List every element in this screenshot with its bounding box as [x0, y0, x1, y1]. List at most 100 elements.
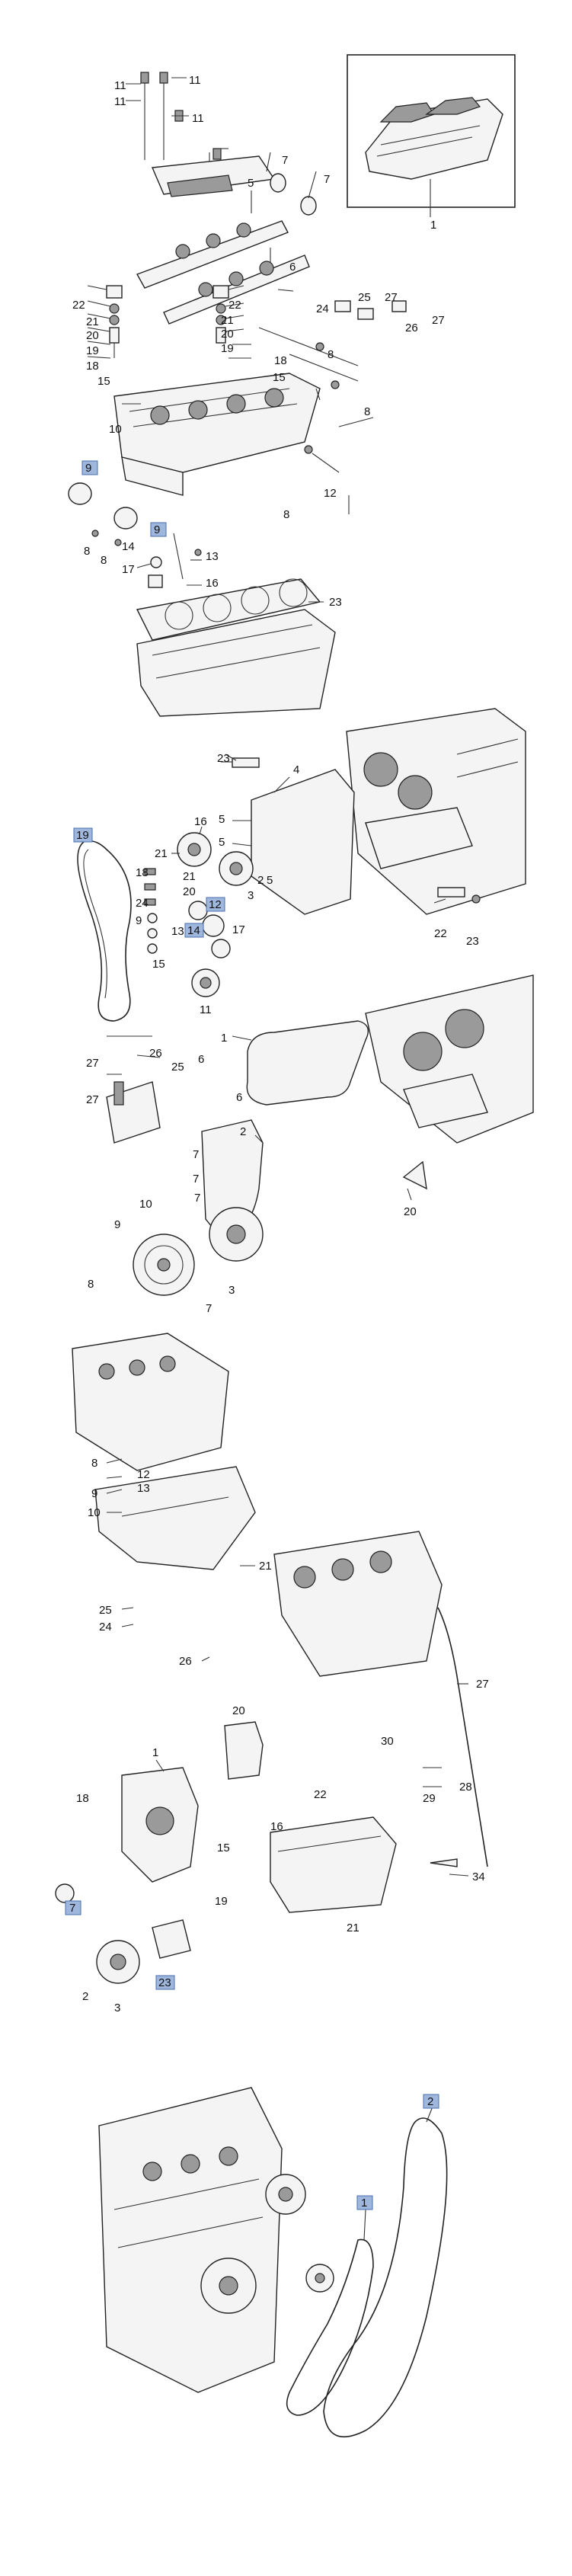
- dipstick: [437, 1607, 488, 1867]
- callout-label: 19: [86, 344, 99, 357]
- engine-block-section1: [136, 609, 336, 717]
- camshafts: [136, 220, 310, 325]
- labels-section2: 23 4 16 5 5 21 21 5 18 24 20 3 2 12 9 17…: [73, 752, 479, 1016]
- callout-label: 11: [114, 79, 126, 92]
- leader-lines-section5: [363, 2106, 433, 2241]
- engine-block-section3: [365, 974, 534, 1144]
- labels-section1: 11 11 11 11 7 7 5 6 1 22 21 20 19 18 15 …: [72, 74, 445, 609]
- callout-label: 1: [221, 1032, 227, 1045]
- sensor-top: [221, 757, 260, 768]
- crank-sensor-right: [437, 887, 481, 904]
- callout-label: 4: [293, 763, 299, 776]
- callout-label: 10: [109, 423, 122, 436]
- callout-label: 2: [82, 1990, 88, 2003]
- callout-label-highlighted: 23: [158, 1976, 171, 1989]
- crank-pulley-section3: [133, 1207, 264, 1296]
- callout-label: 1: [152, 1746, 158, 1759]
- leader-lines-section4: [106, 1458, 469, 1877]
- timing-belt: [77, 840, 132, 1022]
- callout-label: 24: [136, 897, 149, 910]
- callout-label: 22: [72, 299, 85, 312]
- callout-label: 21: [259, 1560, 272, 1573]
- callout-label: 19: [215, 1895, 228, 1908]
- inset-frame: [347, 54, 516, 208]
- callout-label-highlighted: 1: [361, 2197, 367, 2210]
- labels-section4: 8 12 9 13 10 21 25 24 26 20 27 1 18 22 3…: [65, 1457, 489, 2014]
- cam-pulleys: [177, 832, 254, 886]
- callout-label: 14: [122, 540, 135, 553]
- callout-label: 1: [430, 219, 436, 232]
- callout-label: 25: [358, 291, 371, 304]
- engine-block-section2: [346, 708, 526, 915]
- callout-label: 22: [434, 927, 447, 940]
- engine-block-middle: [273, 1531, 443, 1677]
- serpentine-belt-2: [323, 2117, 448, 2438]
- section-drive-belt: 2 1: [98, 2087, 448, 2438]
- callout-label: 5: [219, 813, 225, 826]
- highlight-box: [206, 897, 225, 912]
- callout-label: 17: [232, 923, 245, 936]
- cylinder-head-main: [113, 373, 321, 496]
- callout-label: 22: [314, 1788, 327, 1801]
- callout-label: 16: [206, 577, 219, 590]
- alternator-pulley: [265, 2174, 306, 2215]
- callout-label: 13: [171, 925, 184, 938]
- tensioner-idler: [188, 901, 231, 997]
- callout-label: 7: [282, 154, 288, 167]
- callout-label: 18: [274, 354, 287, 367]
- callout-label-highlighted: 2: [427, 2095, 433, 2108]
- callout-label: 25: [99, 1604, 112, 1617]
- labels-section5: 2 1: [356, 2094, 439, 2210]
- pulley-bottom: [96, 1919, 191, 1984]
- upper-timing-cover: [246, 1020, 369, 1106]
- guide-bracket-right: [402, 1160, 427, 1190]
- callout-label: 20: [404, 1205, 417, 1218]
- callout-label: 2: [257, 874, 264, 887]
- callout-label: 26: [149, 1047, 162, 1060]
- callout-label-highlighted: 19: [76, 829, 89, 842]
- callout-label: 10: [139, 1198, 152, 1211]
- callout-label-highlighted: 12: [209, 898, 222, 911]
- callout-label: 5: [219, 836, 225, 849]
- callout-label: 8: [91, 1457, 97, 1470]
- callout-label: 8: [84, 545, 90, 558]
- callout-label: 9: [91, 1487, 97, 1500]
- leader-lines-section3: [107, 1035, 412, 1201]
- callout-label: 7: [194, 1192, 200, 1205]
- callout-label: 27: [432, 314, 445, 327]
- highlight-box: [150, 522, 167, 537]
- callout-label: 15: [273, 371, 286, 384]
- callout-label: 19: [221, 342, 234, 355]
- oil-pump-housing: [121, 1767, 199, 1883]
- callout-label: 10: [88, 1506, 101, 1519]
- callout-label: 11: [192, 112, 204, 125]
- callout-label: 9: [136, 914, 142, 927]
- callout-label: 30: [381, 1735, 394, 1748]
- callout-label: 27: [476, 1678, 489, 1691]
- callout-label: 7: [206, 1302, 212, 1315]
- callout-label: 11: [114, 95, 126, 108]
- callout-label: 15: [152, 958, 165, 971]
- bracket-left: [106, 1081, 161, 1144]
- section-oil-pump-pan: 8 12 9 13 10 21 25 24 26 20 27 1 18 22 3…: [55, 1333, 489, 2014]
- callout-label: 3: [248, 889, 254, 902]
- callout-label: 23: [217, 752, 230, 765]
- idler-pulley: [305, 2264, 334, 2293]
- callout-label: 3: [114, 2002, 120, 2014]
- leader-lines-section1: [87, 77, 374, 603]
- callout-label: 16: [194, 815, 207, 828]
- highlight-box: [155, 1975, 175, 1990]
- callout-label: 8: [328, 348, 334, 361]
- callout-label: 34: [472, 1870, 485, 1883]
- baffle-plate: [94, 1466, 256, 1570]
- callout-label: 7: [193, 1173, 199, 1186]
- callout-label: 15: [97, 375, 110, 388]
- section-timing-belt: 23 4 16 5 5 21 21 5 18 24 20 3 2 12 9 17…: [73, 708, 526, 1022]
- wedge-tool: [430, 1858, 458, 1867]
- callout-label: 12: [137, 1468, 150, 1481]
- head-gasket: [136, 578, 321, 641]
- callout-label: 20: [221, 328, 234, 341]
- callout-label: 7: [193, 1148, 199, 1161]
- callout-label: 12: [324, 487, 337, 500]
- timing-cover-rear: [251, 769, 355, 915]
